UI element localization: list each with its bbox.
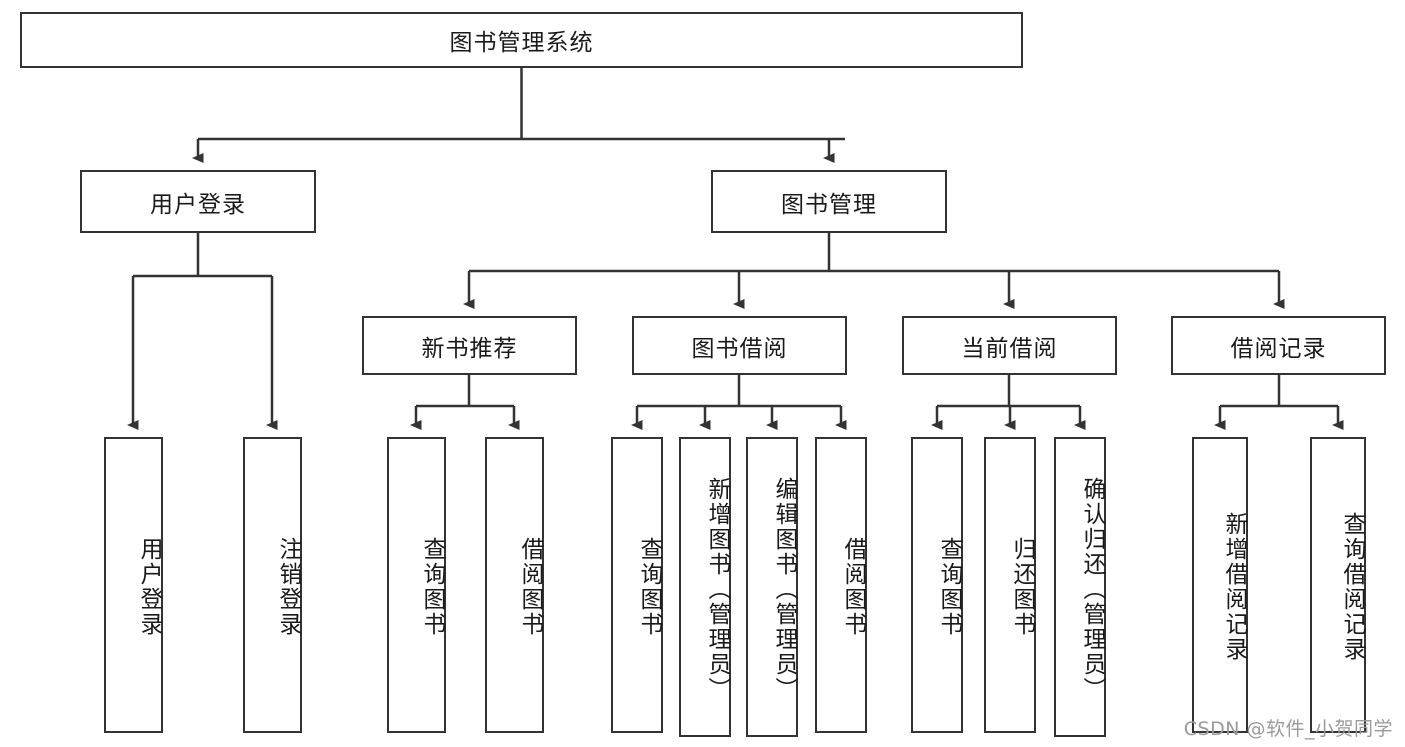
node-leaf-query-book-1[interactable]: 查询图书	[387, 437, 446, 733]
node-book-borrow-label: 图书借阅	[691, 335, 788, 362]
node-borrow-record-label: 借阅记录	[1230, 335, 1327, 362]
node-leaf-borrow-book-2-label: 借阅图书	[840, 537, 866, 637]
watermark: CSDN @软件_小贺同学	[1183, 718, 1393, 740]
node-leaf-confirm-return[interactable]: 确认归还（管理员）	[1054, 437, 1106, 737]
node-leaf-query-book-2[interactable]: 查询图书	[611, 437, 663, 733]
node-book-borrow[interactable]: 图书借阅	[632, 316, 847, 375]
node-leaf-query-book-1-label: 查询图书	[419, 537, 445, 637]
node-leaf-query-record-label: 查询借阅记录	[1339, 512, 1365, 662]
node-leaf-borrow-book-2[interactable]: 借阅图书	[815, 437, 867, 733]
node-leaf-query-record[interactable]: 查询借阅记录	[1310, 437, 1366, 733]
node-leaf-add-record[interactable]: 新增借阅记录	[1192, 437, 1248, 733]
node-new-book-recommend-label: 新书推荐	[421, 335, 518, 362]
node-borrow-record[interactable]: 借阅记录	[1171, 316, 1386, 375]
node-leaf-return-book-label: 归还图书	[1009, 537, 1035, 637]
node-leaf-query-book-3[interactable]: 查询图书	[911, 437, 963, 733]
node-leaf-add-record-label: 新增借阅记录	[1221, 512, 1247, 662]
node-user-login-label: 用户登录	[150, 191, 246, 218]
node-current-borrow-label: 当前借阅	[961, 335, 1058, 362]
node-leaf-user-logout[interactable]: 注销登录	[243, 437, 302, 733]
node-leaf-borrow-book-1[interactable]: 借阅图书	[485, 437, 544, 733]
node-leaf-user-login[interactable]: 用户登录	[104, 437, 163, 733]
node-leaf-borrow-book-1-label: 借阅图书	[517, 537, 543, 637]
edges-root	[127, 68, 1344, 430]
node-leaf-user-login-label: 用户登录	[136, 537, 162, 637]
node-new-book-recommend[interactable]: 新书推荐	[362, 316, 577, 375]
node-user-login[interactable]: 用户登录	[80, 170, 316, 233]
node-leaf-user-logout-label: 注销登录	[275, 537, 301, 637]
node-leaf-confirm-return-label: 确认归还（管理员）	[1079, 476, 1105, 702]
node-root[interactable]: 图书管理系统	[20, 12, 1023, 68]
node-leaf-query-book-3-label: 查询图书	[936, 537, 962, 637]
node-leaf-query-book-2-label: 查询图书	[636, 537, 662, 637]
node-leaf-edit-book-label: 编辑图书（管理员）	[771, 476, 797, 702]
node-leaf-edit-book[interactable]: 编辑图书（管理员）	[746, 437, 798, 737]
node-current-borrow[interactable]: 当前借阅	[902, 316, 1117, 375]
node-book-manage-label: 图书管理	[781, 191, 877, 218]
node-leaf-add-book-label: 新增图书（管理员）	[704, 476, 730, 702]
node-book-manage[interactable]: 图书管理	[711, 170, 947, 233]
node-leaf-return-book[interactable]: 归还图书	[984, 437, 1036, 733]
node-root-label: 图书管理系统	[449, 30, 594, 56]
node-leaf-add-book[interactable]: 新增图书（管理员）	[679, 437, 731, 737]
